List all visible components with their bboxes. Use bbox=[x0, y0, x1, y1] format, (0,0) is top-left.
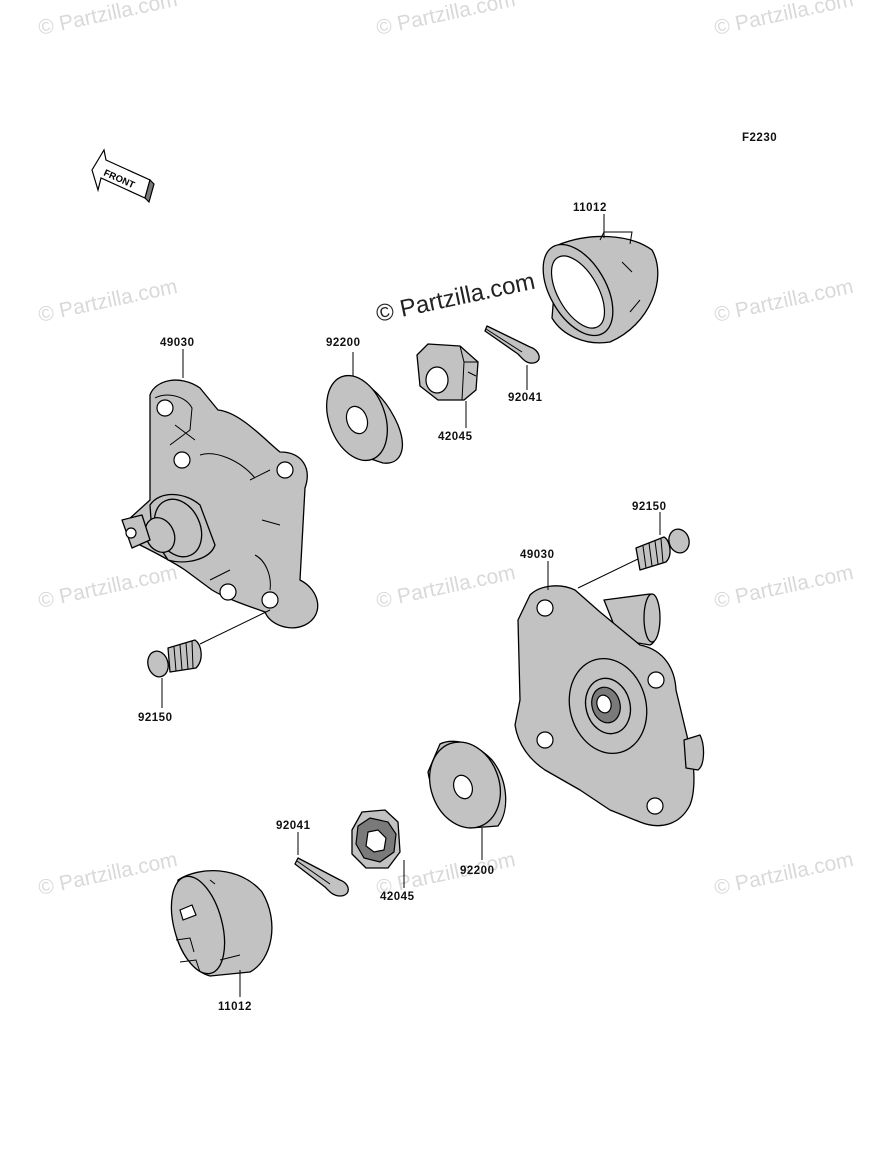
watermark: © Partzilla.com bbox=[36, 561, 179, 613]
cotter-pin-bottom bbox=[294, 857, 349, 897]
label-nut-bottom: 42045 bbox=[380, 891, 415, 903]
castle-nut-bottom bbox=[351, 809, 401, 869]
label-nut-top: 42045 bbox=[438, 431, 473, 443]
hub-cap-top bbox=[542, 231, 659, 344]
label-pin-top: 92041 bbox=[508, 392, 543, 404]
washer-top bbox=[326, 374, 403, 464]
hub-left bbox=[121, 379, 319, 629]
watermark: © Partzilla.com bbox=[374, 561, 517, 613]
watermark: © Partzilla.com bbox=[374, 0, 517, 40]
watermark: © Partzilla.com bbox=[712, 0, 855, 40]
label-washer-bottom: 92200 bbox=[460, 865, 494, 877]
label-hub-left: 49030 bbox=[160, 337, 194, 349]
watermark: © Partzilla.com bbox=[712, 848, 855, 900]
hub-right bbox=[514, 585, 705, 827]
label-hub-right: 49030 bbox=[520, 549, 554, 561]
watermark: © Partzilla.com bbox=[36, 848, 179, 900]
castle-nut-top bbox=[416, 343, 479, 401]
diagram-code: F2230 bbox=[742, 132, 777, 144]
watermark: © Partzilla.com bbox=[36, 275, 179, 327]
label-cap-top: 11012 bbox=[573, 202, 607, 214]
watermark: © Partzilla.com bbox=[36, 0, 179, 40]
label-pin-bottom: 92041 bbox=[276, 820, 311, 832]
washer-bottom bbox=[427, 740, 507, 829]
watermark-main: © Partzilla.com bbox=[374, 268, 538, 328]
cotter-pin-top bbox=[484, 325, 540, 364]
watermark: © Partzilla.com bbox=[712, 561, 855, 613]
front-arrow-icon: FRONT bbox=[91, 148, 155, 204]
label-bolt-left: 92150 bbox=[138, 712, 172, 724]
hub-cap-bottom bbox=[170, 870, 273, 977]
wheel-bolt-left bbox=[147, 639, 202, 678]
wheel-bolt-right bbox=[635, 528, 690, 571]
watermark: © Partzilla.com bbox=[712, 275, 855, 327]
label-cap-bottom: 11012 bbox=[218, 1001, 252, 1013]
label-bolt-right: 92150 bbox=[632, 501, 666, 513]
label-washer-top: 92200 bbox=[326, 337, 360, 349]
